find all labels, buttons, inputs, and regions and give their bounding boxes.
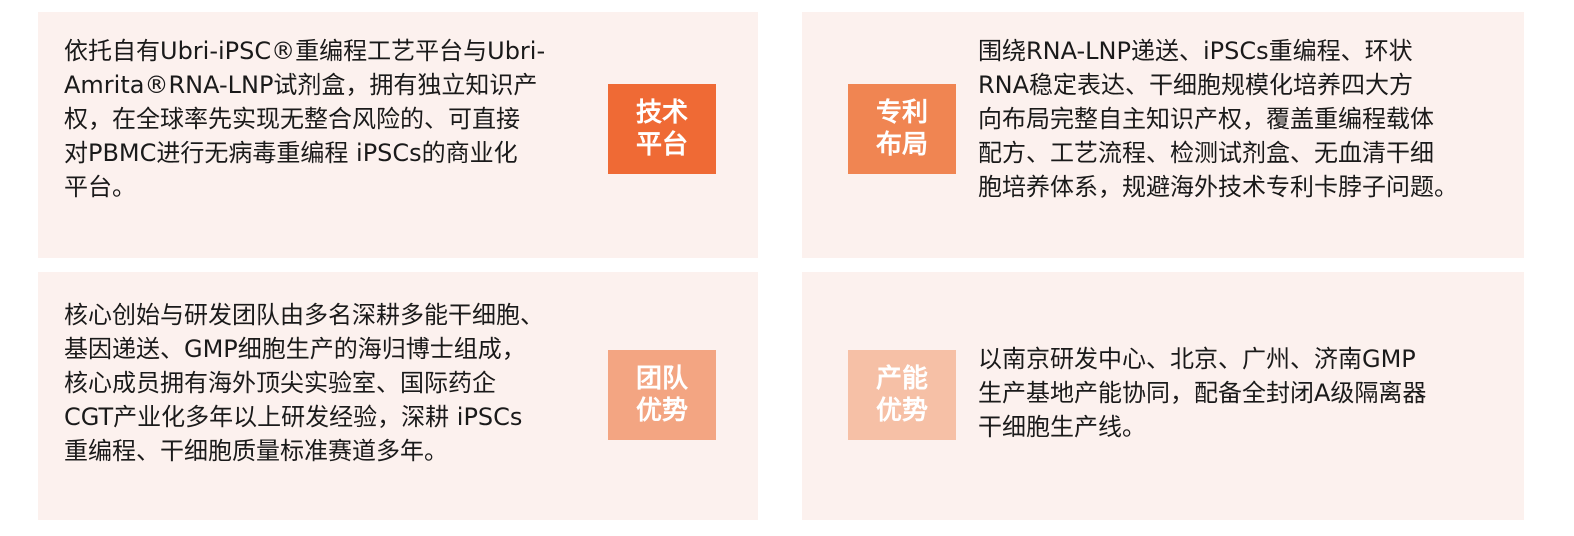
card-patent-layout: 专利 布局 围绕RNA-LNP递送、iPSCs重编程、环状 RNA稳定表达、干细… xyxy=(802,12,1524,258)
badge-tech-platform: 技术 平台 xyxy=(608,84,716,174)
card-text: 围绕RNA-LNP递送、iPSCs重编程、环状 RNA稳定表达、干细胞规模化培养… xyxy=(978,37,1458,201)
badge-patent-layout: 专利 布局 xyxy=(848,84,956,174)
card-text: 依托自有Ubri-iPSC®重编程工艺平台与Ubri- Amrita®RNA-L… xyxy=(64,37,546,201)
card-team-advantage: 核心创始与研发团队由多名深耕多能干细胞、 基因递送、GMP细胞生产的海归博士组成… xyxy=(38,272,758,520)
card-capacity-advantage: 产能 优势 以南京研发中心、北京、广州、济南GMP 生产基地产能协同，配备全封闭… xyxy=(802,272,1524,520)
badge-capacity-advantage: 产能 优势 xyxy=(848,350,956,440)
badge-team-advantage: 团队 优势 xyxy=(608,350,716,440)
card-text: 核心创始与研发团队由多名深耕多能干细胞、 基因递送、GMP细胞生产的海归博士组成… xyxy=(64,301,544,465)
card-tech-platform: 依托自有Ubri-iPSC®重编程工艺平台与Ubri- Amrita®RNA-L… xyxy=(38,12,758,258)
card-text: 以南京研发中心、北京、广州、济南GMP 生产基地产能协同，配备全封闭A级隔离器 … xyxy=(978,345,1427,441)
